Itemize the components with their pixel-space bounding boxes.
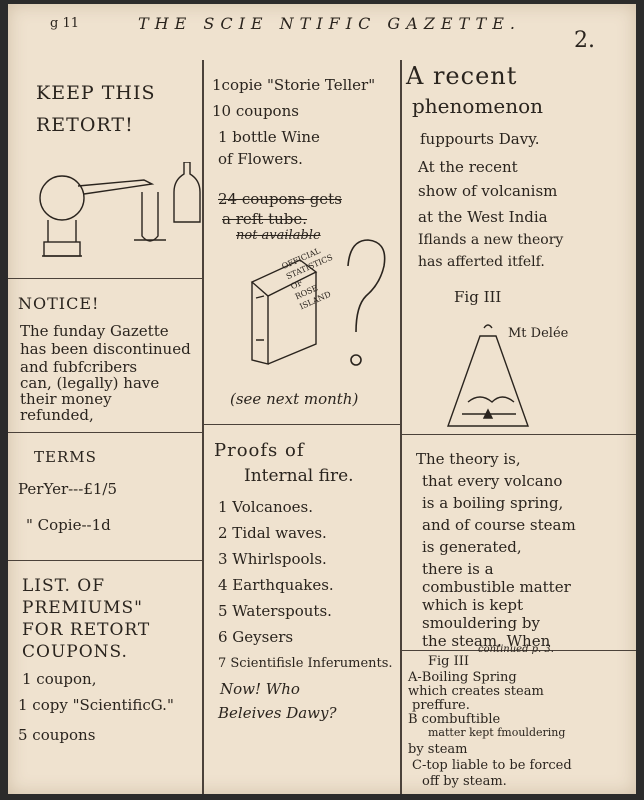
theory-line-2: that every volcano: [422, 472, 563, 490]
premiums-line-4: COUPONS.: [22, 642, 128, 662]
fig2-line-3: preffure.: [412, 698, 470, 713]
fig2-line-6: by steam: [408, 742, 468, 757]
col2-line-4: of Flowers.: [218, 150, 303, 168]
col2-line-3: 1 bottle Wine: [218, 128, 320, 146]
theory-line-7: combustible matter: [422, 578, 571, 596]
recent-line-6: has afferted itfelf.: [418, 254, 545, 270]
theory-line-9: smouldering by: [422, 614, 540, 632]
theory-line-6: there is a: [422, 560, 494, 578]
fig-label: Fig III: [454, 288, 502, 306]
notice-line-4: can, (legally) have: [20, 374, 160, 392]
retort-illustration: [39, 162, 201, 257]
premiums-line-1: LIST. OF: [22, 576, 106, 596]
col2-line-1: 1copie "Storie Teller": [212, 76, 376, 94]
divider-col3-b: [400, 650, 636, 652]
premiums-line-3: FOR RETORT: [22, 620, 151, 640]
volcano-illustration: [447, 324, 529, 427]
premium-item-2: 1 copy "ScientificG.": [18, 696, 174, 714]
theory-line-1: The theory is,: [416, 450, 521, 468]
premium-item-1: 1 coupon,: [22, 670, 97, 688]
believes-dawy-line: Beleives Dawy?: [218, 704, 337, 722]
divider-col2-a: [202, 424, 400, 426]
fig2-line-2: which creates steam: [408, 684, 544, 699]
theory-line-5: is generated,: [422, 538, 522, 556]
page-number: 2.: [574, 28, 595, 53]
recent-title-2: phenomenon: [412, 94, 544, 118]
recent-line-2: At the recent: [418, 158, 518, 176]
divider-col1-a: [8, 278, 202, 280]
question-mark-drawing: [347, 239, 386, 366]
recent-line-4: at the West India: [418, 208, 548, 226]
see-next-month: (see next month): [230, 390, 359, 408]
proof-item-4: 4 Earthquakes.: [218, 576, 334, 594]
fig2-line-5: matter kept fmouldering: [428, 726, 566, 739]
premium-item-3: 5 coupons: [18, 726, 96, 744]
gazette-page: g 11 THE SCIE NTIFIC GAZETTE. 2. KEEP TH…: [8, 4, 636, 794]
terms-year: PerYer---£1/5: [18, 480, 118, 498]
proof-item-7: 7 Scientifisle Inferuments.: [218, 656, 393, 671]
column-divider-right: [400, 60, 402, 794]
recent-line-1: fuppourts Davy.: [420, 130, 540, 148]
proofs-title-1: Proofs of: [214, 440, 305, 461]
fig2-line-8: off by steam.: [422, 774, 507, 789]
gazette-title: THE SCIE NTIFIC GAZETTE.: [138, 14, 521, 33]
terms-copie: " Copie--1d: [26, 516, 111, 534]
theory-line-8: which is kept: [422, 596, 523, 614]
struck-line-3: not available: [236, 228, 321, 243]
notice-line-2: has been discontinued: [20, 340, 191, 358]
fig2-line-1: A-Boiling Spring: [408, 670, 517, 685]
notice-title: NOTICE!: [18, 294, 100, 313]
proof-item-1: 1 Volcanoes.: [218, 498, 313, 516]
recent-title-1: A recent: [406, 62, 518, 90]
proof-item-5: 5 Waterspouts.: [218, 602, 332, 620]
notice-line-3: and fubfcribers: [20, 358, 138, 376]
fig2-line-4: B combuftible: [408, 712, 501, 727]
book-illustration: [250, 259, 318, 365]
proof-item-2: 2 Tidal waves.: [218, 524, 327, 542]
continued-note: continued p. 3.: [478, 644, 554, 655]
proofs-title-2: Internal fire.: [244, 466, 354, 486]
struck-line-1: 24 coupons gets: [218, 190, 342, 208]
theory-line-10: the steam. When: [422, 632, 551, 650]
keep-line-1: KEEP THIS: [36, 82, 156, 104]
mount-label: Mt Delée: [508, 326, 569, 341]
now-who-line: Now! Who: [220, 680, 300, 698]
recent-line-3: show of volcanism: [418, 182, 558, 200]
notice-line-6: refunded,: [20, 406, 94, 424]
theory-line-4: and of course steam: [422, 516, 576, 534]
divider-col1-b: [8, 432, 202, 434]
divider-col3-a: [400, 434, 636, 436]
struck-line-2: a reft tube.: [222, 210, 308, 228]
notice-line-1: The funday Gazette: [20, 322, 169, 340]
proof-item-3: 3 Whirlspools.: [218, 550, 327, 568]
column-divider-left: [202, 60, 204, 794]
page-left-label: g 11: [50, 16, 79, 31]
divider-col1-c: [8, 560, 202, 562]
terms-title: TERMS: [34, 448, 97, 466]
fig2-line-7: C-top liable to be forced: [412, 758, 572, 773]
recent-line-5: Iflands a new theory: [418, 232, 564, 248]
notice-line-5: their money: [20, 390, 112, 408]
keep-line-2: RETORT!: [36, 114, 134, 136]
premiums-line-2: PREMIUMS": [22, 598, 143, 618]
fig2-label: Fig III: [428, 654, 470, 669]
col2-line-2: 10 coupons: [212, 102, 299, 120]
theory-line-3: is a boiling spring,: [422, 494, 564, 512]
proof-item-6: 6 Geysers: [218, 628, 294, 646]
